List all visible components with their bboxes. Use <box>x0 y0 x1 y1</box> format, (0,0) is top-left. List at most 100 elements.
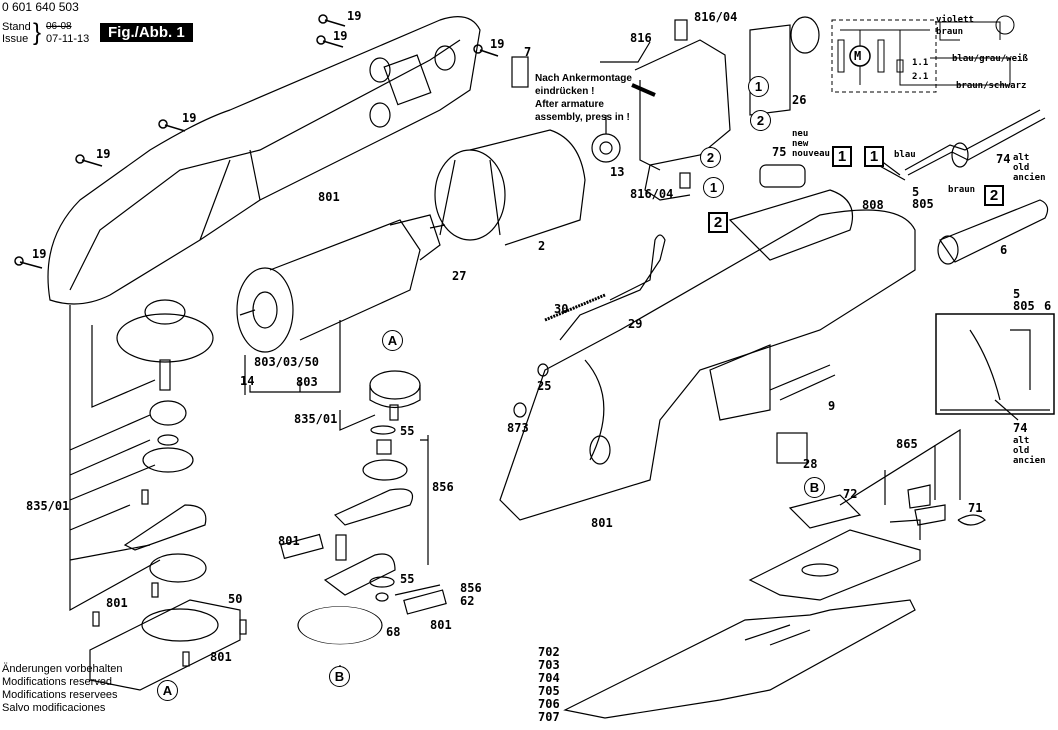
part-label-19: 19 <box>182 111 197 125</box>
part-label-71: 71 <box>968 501 983 515</box>
cover-808 <box>728 189 854 261</box>
old-text: ancien <box>1013 173 1046 183</box>
blade <box>563 599 916 719</box>
part-label-5-inset: 5 <box>1013 287 1021 301</box>
callout-circle-1: 1 <box>748 76 769 97</box>
wire-braun-label: braun <box>948 185 976 195</box>
part-label-29: 29 <box>628 317 643 331</box>
brace-icon: } <box>33 19 42 46</box>
part-number: 0 601 640 503 <box>2 0 79 14</box>
old-label: alt old ancien <box>1013 153 1046 183</box>
old-text: alt <box>1013 436 1030 446</box>
part-label-19: 19 <box>32 247 47 261</box>
callout-box-2: 2 <box>708 212 728 233</box>
part-label-801: 801 <box>106 596 128 610</box>
part-label-13: 13 <box>610 165 625 179</box>
leader-816 <box>600 41 651 63</box>
wire-braun: braun <box>936 27 964 37</box>
note-line: After armature <box>535 99 604 110</box>
part-label-803-03-50: 803/03/50 <box>254 355 320 369</box>
part-label-801: 801 <box>430 618 452 632</box>
part-label-6-inset: 6 <box>1044 299 1052 313</box>
new-label: neu new nouveau <box>792 129 830 159</box>
part-7-clip <box>511 56 529 88</box>
switch-button-28 <box>776 432 808 464</box>
reference-b-right: B <box>804 477 825 498</box>
callout-box-1: 1 <box>832 146 852 167</box>
detail-inset <box>935 313 1055 415</box>
part-label-805-inset: 805 <box>1013 299 1035 313</box>
footer-disclaimer: Änderungen vorbehalten Modifications res… <box>2 663 122 715</box>
part-label-50: 50 <box>228 592 243 606</box>
part-label-27: 27 <box>452 269 467 283</box>
part-label-19: 19 <box>490 37 505 51</box>
old-text: old <box>1013 163 1030 173</box>
callout-circle-2: 2 <box>700 147 721 168</box>
part-label-26: 26 <box>792 93 807 107</box>
part-label-873: 873 <box>507 421 529 435</box>
housing-shell-left <box>47 16 481 305</box>
part-label-19: 19 <box>333 29 348 43</box>
terminal-2-1: 2.1 <box>912 72 929 82</box>
motor-symbol: M <box>854 49 862 63</box>
part-label-801: 801 <box>278 534 300 548</box>
callout-circle-1: 1 <box>703 177 724 198</box>
new-text: nouveau <box>792 149 830 159</box>
old-date: 06-08 <box>46 21 72 32</box>
blade-label: 705 <box>538 684 560 698</box>
part-label-865: 865 <box>896 437 918 451</box>
gear-stack <box>69 299 247 691</box>
part-label-75: 75 <box>772 145 787 159</box>
armature <box>236 214 446 353</box>
part-label-856: 856 <box>460 581 482 595</box>
footer-line: Salvo modificaciones <box>2 702 106 714</box>
cable-74 <box>904 109 1046 176</box>
wire-braun-schwarz: braun/schwarz <box>956 81 1027 91</box>
note-line: Nach Ankermontage <box>535 73 632 84</box>
part-label-14: 14 <box>240 374 255 388</box>
spring-30 <box>544 293 606 322</box>
part-label-2: 2 <box>538 239 546 253</box>
wire-blau-grau-weiss: blau/grau/weiß <box>952 54 1028 64</box>
note-line: assembly, press in ! <box>535 112 630 123</box>
part-label-55: 55 <box>400 424 415 438</box>
part-25 <box>537 363 549 377</box>
part-label-62: 62 <box>460 594 475 608</box>
field-coil <box>434 129 586 246</box>
blade-label: 707 <box>538 710 560 724</box>
assembly-note: Nach Ankermontage eindrücken ! After arm… <box>535 72 632 124</box>
main-housing <box>499 209 916 521</box>
footer-line: Modifications reservees <box>2 689 118 701</box>
callout-box-1: 1 <box>864 146 884 167</box>
old-text: alt <box>1013 153 1030 163</box>
blade-label: 706 <box>538 697 560 711</box>
old-text: ancien <box>1013 456 1046 466</box>
part-label-74-inset: 74 <box>1013 421 1028 435</box>
stand-label: Stand <box>2 21 31 33</box>
part-label-816: 816 <box>630 31 652 45</box>
part-label-72: 72 <box>843 487 858 501</box>
blade-label: 703 <box>538 658 560 672</box>
reference-a-top: A <box>382 330 403 351</box>
grommet-6 <box>939 199 1049 263</box>
part-873 <box>513 402 527 418</box>
issue-date: 07-11-13 <box>46 33 90 45</box>
base-plate-parts <box>748 428 986 601</box>
part-label-55: 55 <box>400 572 415 586</box>
leader-74-inset <box>994 399 1019 421</box>
footer-line: Änderungen vorbehalten <box>2 663 123 675</box>
terminal-1-1: 1.1 <box>912 58 929 68</box>
lever-29 <box>559 234 666 341</box>
part-label-19: 19 <box>347 9 362 23</box>
issue-label: Issue <box>2 33 29 45</box>
screw-icons <box>14 14 499 269</box>
wire-blau-label: blau <box>894 150 916 160</box>
eccentric-stack <box>280 370 447 680</box>
part-label-7: 7 <box>524 45 532 59</box>
part-label-5: 5 <box>912 185 920 199</box>
part-label-801: 801 <box>318 190 340 204</box>
part-label-28: 28 <box>803 457 818 471</box>
figure-label: Fig./Abb. 1 <box>100 23 193 42</box>
part-label-74: 74 <box>996 152 1011 166</box>
part-label-856: 856 <box>432 480 454 494</box>
